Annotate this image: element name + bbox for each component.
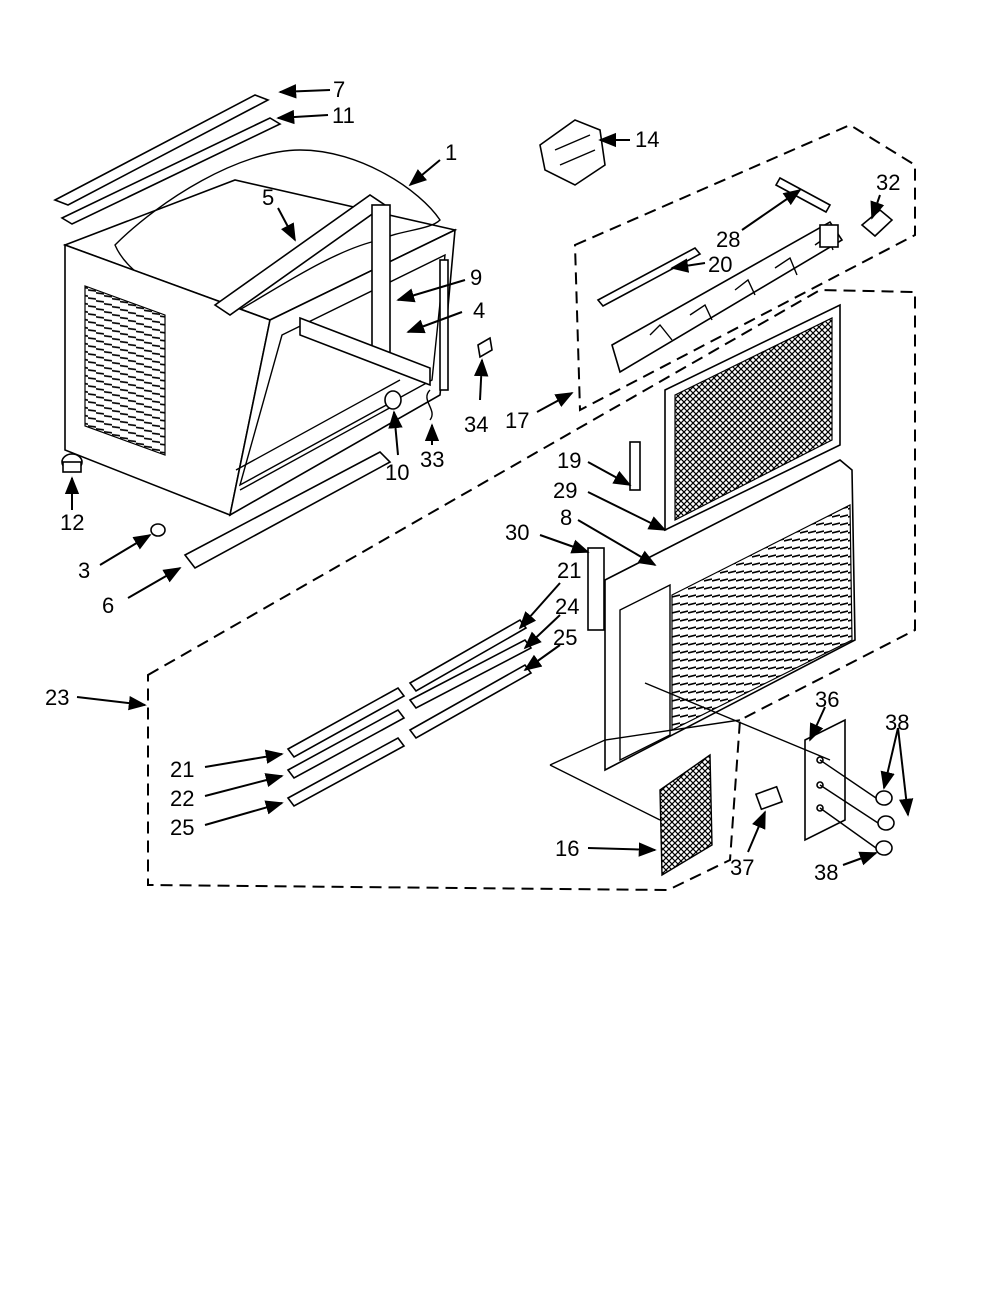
- label-28: 28: [716, 227, 740, 252]
- label-7: 7: [333, 77, 345, 102]
- label-8: 8: [560, 505, 572, 530]
- label-36: 36: [815, 687, 839, 712]
- filter-part: [664, 303, 841, 532]
- label-16: 16: [555, 836, 579, 861]
- label-32: 32: [876, 170, 900, 195]
- leader-lines: [64, 84, 914, 866]
- knob-37-part: [754, 785, 784, 811]
- label-17: 17: [505, 408, 529, 433]
- label-29: 29: [553, 478, 577, 503]
- label-10: 10: [385, 460, 409, 485]
- channel-strips: [286, 618, 533, 808]
- label-22: 22: [170, 786, 194, 811]
- label-14: 14: [635, 127, 659, 152]
- control-panel-part: [611, 220, 844, 374]
- label-19: 19: [557, 448, 581, 473]
- mount-bracket-part: [539, 119, 606, 186]
- label-33: 33: [420, 447, 444, 472]
- top-strip-part: [53, 94, 282, 225]
- base-plate: [549, 719, 741, 821]
- group-17-outline: [573, 123, 916, 412]
- label-1: 1: [445, 140, 457, 165]
- label-38b: 38: [814, 860, 838, 885]
- label-11: 11: [332, 103, 355, 128]
- label-3: 3: [78, 558, 90, 583]
- label-30: 30: [505, 520, 529, 545]
- label-24: 24: [555, 594, 579, 619]
- label-25: 25: [553, 625, 577, 650]
- bracket-part: [299, 204, 449, 391]
- nameplate-part: [804, 718, 846, 842]
- label-20: 20: [708, 252, 732, 277]
- label-6: 6: [102, 593, 114, 618]
- label-37: 37: [730, 855, 754, 880]
- label-38: 38: [885, 710, 909, 735]
- small-hardware: [61, 336, 493, 537]
- label-21: 21: [557, 558, 581, 583]
- label-25b: 25: [170, 815, 194, 840]
- intake-grille-part: [659, 753, 713, 877]
- label-21b: 21: [170, 757, 194, 782]
- label-5: 5: [262, 185, 274, 210]
- knob-part: [860, 208, 894, 238]
- bar-part: [774, 176, 832, 214]
- label-9: 9: [470, 265, 482, 290]
- label-12: 12: [60, 510, 84, 535]
- label-23: 23: [45, 685, 69, 710]
- label-34: 34: [464, 412, 488, 437]
- side-strip-part: [587, 547, 605, 631]
- clip-part: [629, 441, 641, 491]
- callout-labels: 7 11 1 5 9 4 34 33 10 12 3 6 14 32 28 20…: [45, 77, 909, 885]
- group-23-outline: [147, 288, 916, 892]
- rod-part: [596, 246, 702, 308]
- rail-part: [183, 451, 392, 570]
- label-4: 4: [473, 298, 485, 323]
- screw-set-part: [819, 759, 895, 856]
